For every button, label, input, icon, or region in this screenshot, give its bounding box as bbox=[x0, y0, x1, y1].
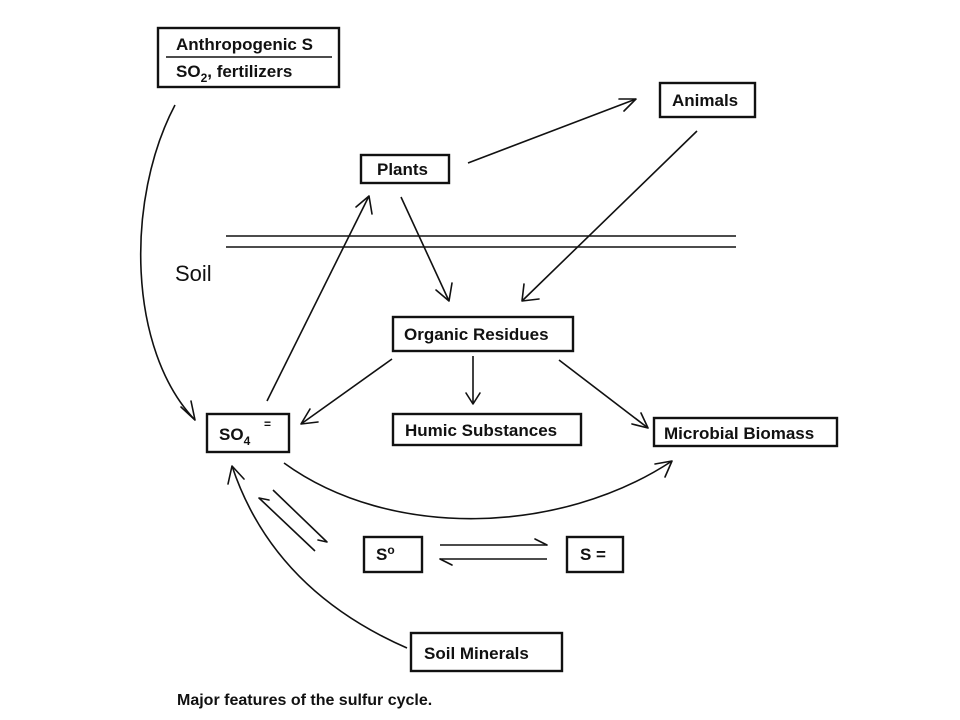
sulfide-node: S = bbox=[565, 535, 625, 574]
arrow-sulfate-to-elemental-sulfur bbox=[272, 489, 328, 543]
humic-substances-node: Humic Substances bbox=[391, 412, 583, 447]
arrow-anthropogenic-to-sulfate bbox=[139, 104, 196, 421]
sulfate-node: SO4 = bbox=[205, 412, 291, 454]
organic-residues-node: Organic Residues bbox=[391, 315, 575, 353]
animals-label: Animals bbox=[672, 91, 738, 110]
organic-residues-label: Organic Residues bbox=[404, 325, 549, 344]
anthropogenic-s-title: Anthropogenic S bbox=[176, 35, 313, 54]
soil-minerals-label: Soil Minerals bbox=[424, 644, 529, 663]
arrow-soil-minerals-to-sulfate bbox=[227, 465, 408, 649]
arrow-sulfate-to-plants bbox=[266, 195, 373, 402]
animals-node: Animals bbox=[658, 81, 757, 119]
plants-node: Plants bbox=[359, 153, 451, 185]
microbial-biomass-node: Microbial Biomass bbox=[652, 416, 839, 448]
microbial-biomass-label: Microbial Biomass bbox=[664, 424, 814, 443]
anthropogenic-s-sources: SO2, fertilizers bbox=[176, 62, 292, 85]
arrow-elemental-sulfur-to-sulfate bbox=[258, 497, 316, 552]
sulfate-label: SO4 bbox=[219, 425, 251, 448]
humic-substances-label: Humic Substances bbox=[405, 421, 557, 440]
anthropogenic-s-node: Anthropogenic S SO2, fertilizers bbox=[156, 26, 341, 89]
arrow-organic-residues-to-sulfate bbox=[300, 358, 393, 425]
arrow-animals-to-organic-residues bbox=[521, 130, 698, 302]
sulfate-charge: = bbox=[264, 417, 271, 431]
soil-minerals-node: Soil Minerals bbox=[409, 631, 564, 673]
figure-caption: Major features of the sulfur cycle. bbox=[177, 692, 432, 709]
elemental-sulfur-label: So bbox=[376, 543, 395, 564]
arrow-sulfide-to-elemental-sulfur bbox=[439, 558, 547, 566]
arrow-plants-to-animals bbox=[467, 98, 637, 164]
elemental-sulfur-node: So bbox=[362, 535, 424, 574]
arrow-plants-to-organic-residues bbox=[400, 196, 453, 302]
soil-label: Soil bbox=[175, 261, 212, 286]
arrow-organic-residues-to-microbial bbox=[558, 359, 649, 429]
sulfide-label: S = bbox=[580, 545, 606, 564]
arrow-sulfate-to-microbial bbox=[283, 460, 673, 520]
arrow-organic-residues-to-humic bbox=[465, 356, 481, 405]
arrow-elemental-sulfur-to-sulfide bbox=[440, 538, 548, 546]
plants-label: Plants bbox=[377, 160, 428, 179]
